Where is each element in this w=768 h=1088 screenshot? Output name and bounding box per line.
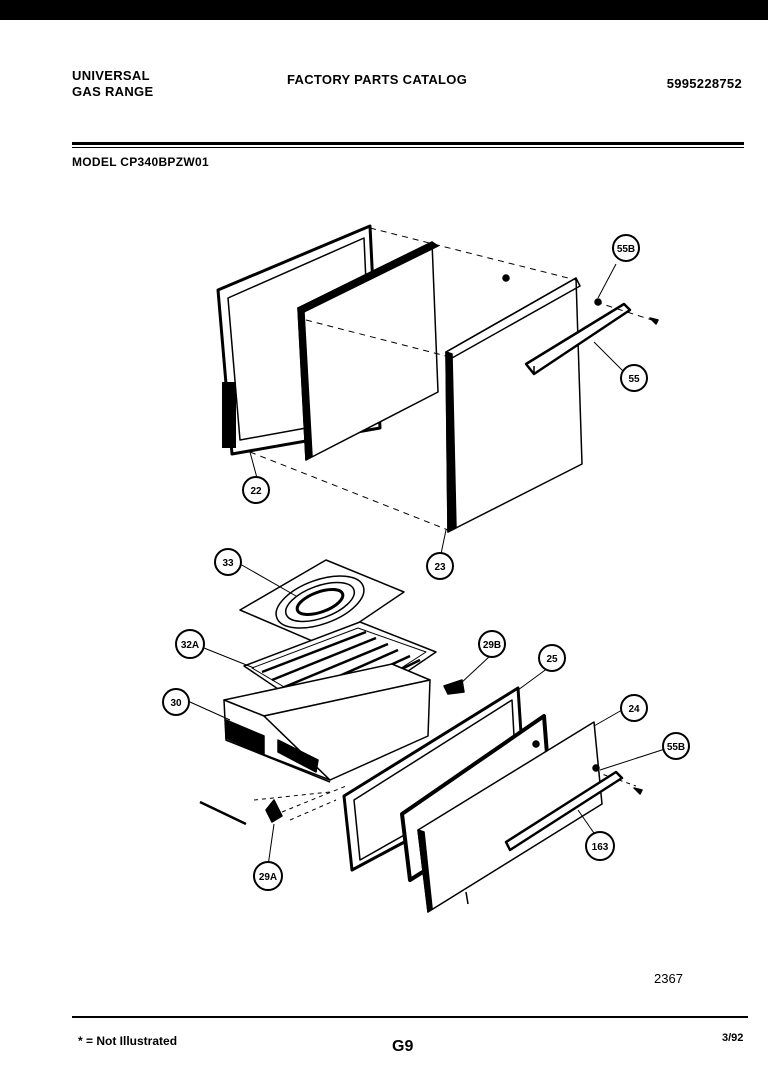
catalog-part-number: 5995228752 [666,76,742,91]
callout-label: 30 [170,698,182,709]
upper-door-handle [524,302,632,376]
date-code: 3/92 [722,1032,744,1044]
drawer-front-panel [417,721,643,913]
callout-circles [162,234,690,891]
callout-label: 55B [667,742,685,753]
callout-label: 23 [434,562,446,573]
callout-label: 163 [592,842,609,853]
brand-name: UNIVERSAL [72,68,150,83]
exploded-parts-diagram: 55B 55 22 23 33 32A 29B 25 30 24 55B 163… [162,224,690,913]
door-inner-panel [297,241,439,461]
drawer-body [223,663,431,783]
outer-door-panel [445,277,583,533]
figure-code: 2367 [654,971,683,986]
broiler-pan-insert [239,559,405,647]
catalog-page: UNIVERSAL GAS RANGE FACTORY PARTS CATALO… [0,20,768,1088]
header-rule-thin [72,147,744,148]
callout-label: 33 [222,558,234,569]
callout-label: 55B [617,244,635,255]
screw-icon [502,274,510,282]
screw-icon [594,298,602,306]
callout-labels: 55B 55 22 23 33 32A 29B 25 30 24 55B 163… [170,244,685,883]
model-number: MODEL CP340BPZW01 [72,155,209,169]
callout-label: 22 [250,486,262,497]
catalog-title: FACTORY PARTS CATALOG [287,72,468,87]
upper-guide-lines [249,227,653,531]
not-illustrated-note: * = Not Illustrated [78,1034,178,1048]
callout-label: 32A [181,640,199,651]
page-id: G9 [392,1038,414,1055]
footer-rule [72,1016,748,1018]
callout-label: 55 [628,374,640,385]
drawer-slide-hardware [199,679,465,826]
callout-label: 29A [259,872,277,883]
callout-label: 29B [483,640,501,651]
brand-block: UNIVERSAL GAS RANGE [72,68,153,100]
callout-label: 24 [628,704,640,715]
header-rule [72,142,744,145]
screw-icon [649,317,659,325]
callout-leaders [189,263,669,867]
product-type: GAS RANGE [72,84,154,99]
lower-guide-lines [253,771,637,821]
callout-label: 25 [546,654,558,665]
drawer-handle [504,770,624,852]
